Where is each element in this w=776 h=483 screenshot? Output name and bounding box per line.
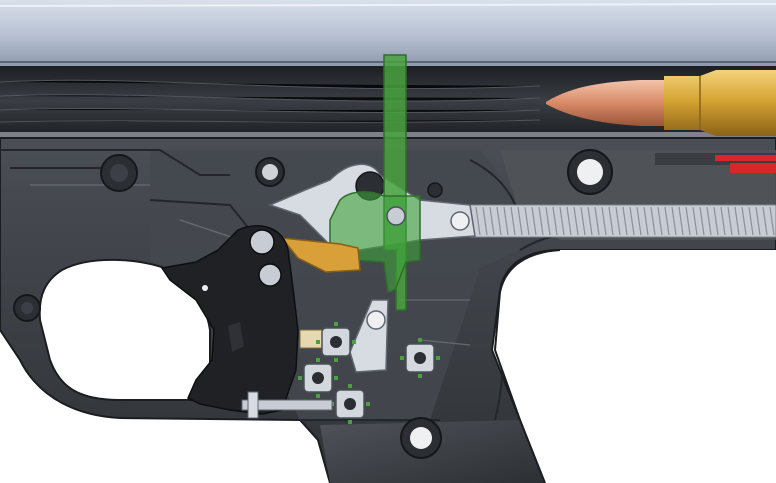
spring-coil [538,206,544,236]
spring-coil [531,206,537,236]
spring-coil [517,206,523,236]
sear-orange [280,237,361,273]
spring-coil [741,206,747,236]
spring-coil [552,206,558,236]
spring-coil [559,206,565,236]
hex-screw [400,338,440,378]
cartridge [546,70,776,136]
spring-coil [769,206,775,236]
spring-coil [573,206,579,236]
spring-coil [699,206,705,236]
spring-coil [524,206,530,236]
spring-coil [496,206,502,236]
hammer-spring [469,204,776,238]
grip-frame-opening [495,250,776,483]
spring-coil [755,206,761,236]
spring-coil [762,206,768,236]
adjustment-screws [298,322,440,424]
hex-screw [298,358,338,398]
hex-screw [330,384,370,424]
spring-coil [587,206,593,236]
cartridge-case [664,70,776,136]
spring-coil [727,206,733,236]
spring-coil [657,206,663,236]
hex-screw [316,322,356,362]
spring-coil [503,206,509,236]
spring-coil [510,206,516,236]
spring-coil [622,206,628,236]
spring-coil [594,206,600,236]
spring-coil [643,206,649,236]
red-indicator [655,153,776,173]
spring-coil [475,206,481,236]
spring-coil [678,206,684,236]
trigger-linkage [299,299,389,373]
spring-coil [629,206,635,236]
spring-coil [601,206,607,236]
spring-coil [608,206,614,236]
spring-coil [615,206,621,236]
spring-coil [706,206,712,236]
trigger [160,225,299,415]
spring-coil [748,206,754,236]
spring-coil [692,206,698,236]
spring-coil [580,206,586,236]
spring-coil [545,206,551,236]
bullet [546,80,664,126]
spring-coil [713,206,719,236]
spring-coil [489,206,495,236]
pivot-pin-grip [410,427,432,449]
spring-coil [685,206,691,236]
spring-coil [664,206,670,236]
pivot-pins [13,149,613,459]
spring-coil [482,206,488,236]
spring-coil [636,206,642,236]
pivot-pin-rear [577,159,603,185]
spring-coil [734,206,740,236]
spring-coil [671,206,677,236]
disconnector-green [329,54,421,311]
spring-coil [650,206,656,236]
trigger-bar-bolt [241,391,333,419]
spring-coil [720,206,726,236]
spring-coil [566,206,572,236]
trigger-pivot-pin [249,229,275,255]
